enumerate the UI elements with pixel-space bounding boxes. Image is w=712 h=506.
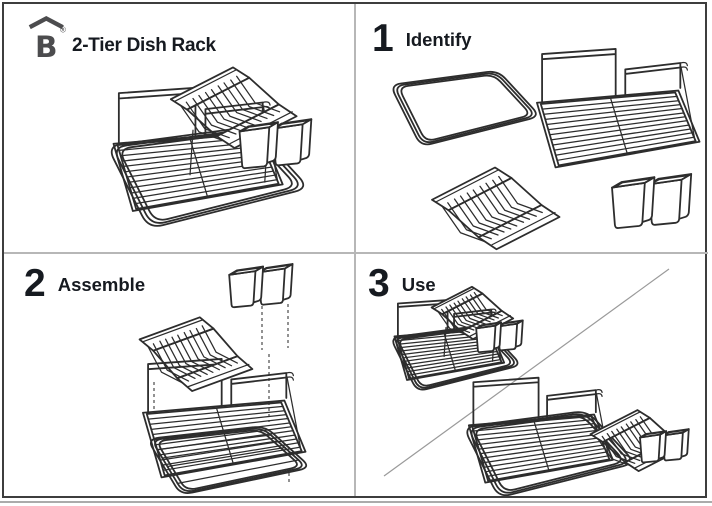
registered-mark: ® — [60, 25, 66, 34]
use-configurations-illustration — [356, 254, 707, 496]
utensil-cups-part — [612, 174, 691, 228]
panel-step-assemble: 2 Assemble — [4, 254, 354, 496]
top-tier-rack-part — [431, 166, 561, 250]
brightroom-logo-icon: B ® — [28, 16, 66, 62]
exploded-assembly-illustration — [133, 254, 354, 496]
exploded-top-rack — [133, 309, 259, 399]
step-label: Use — [401, 273, 436, 295]
use-two-tier-config — [393, 287, 522, 390]
brand-letter: B — [35, 30, 58, 62]
wire-base-rack-part — [536, 48, 701, 168]
step-number: 3 — [368, 262, 390, 305]
horizontal-divider — [4, 252, 708, 254]
step-number: 2 — [24, 262, 46, 305]
panel-product: B ® 2-Tier Dish Rack — [4, 4, 354, 252]
exploded-cups — [229, 264, 292, 307]
configuration-divider-line — [384, 269, 669, 476]
step-number: 1 — [372, 17, 394, 60]
product-title: 2-Tier Dish Rack — [72, 35, 216, 56]
vertical-divider — [354, 4, 356, 496]
step-label: Identify — [405, 28, 472, 50]
drip-tray-part — [393, 72, 535, 145]
panel-step-identify: 1 Identify — [356, 4, 707, 252]
scan-edge-shadow — [0, 501, 712, 503]
step-label: Assemble — [57, 273, 146, 295]
panel-step-use: 3 Use — [356, 254, 707, 496]
